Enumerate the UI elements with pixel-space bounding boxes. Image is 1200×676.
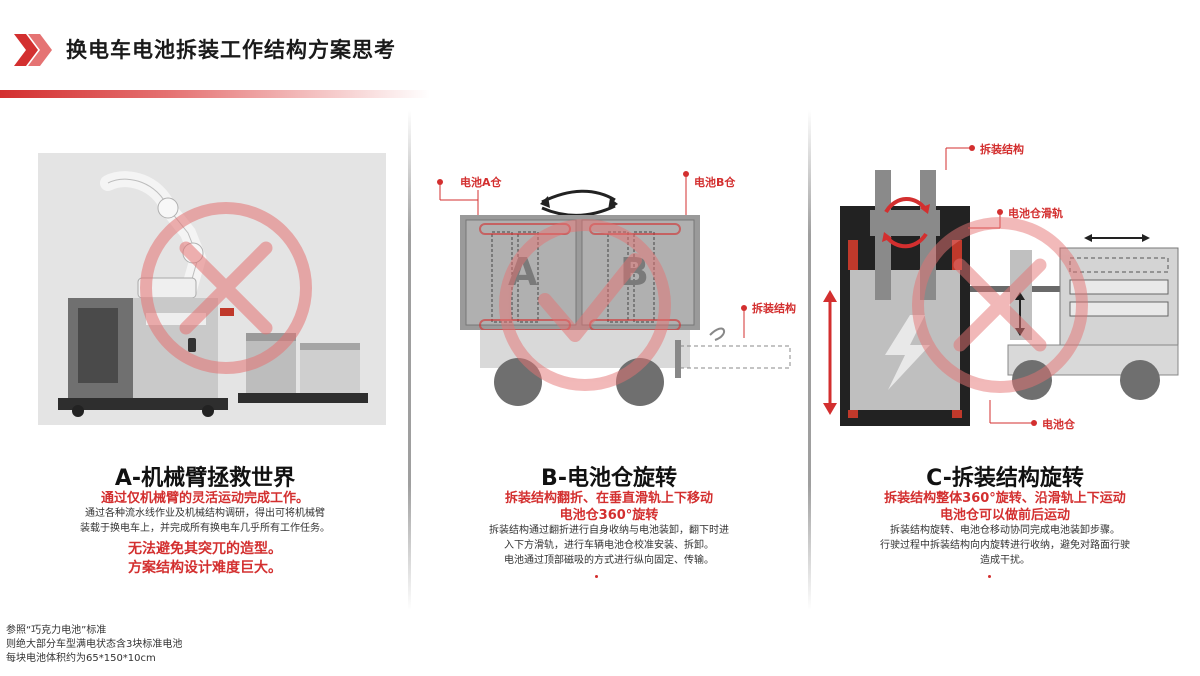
subtitle-line: 电池仓可以做前后运动 <box>939 508 1070 523</box>
label-battery-a: 电池A仓 <box>460 175 503 189</box>
column-b-subtitle: 拆装结构翻折、在垂直滑轨上下移动 电池仓360°旋转 <box>410 490 808 524</box>
footnote: 参照“巧克力电池”标准 则绝大部分车型满电状态含3块标准电池 每块电池体积约为6… <box>6 624 182 666</box>
desc-line: 拆装结构旋转、电池仓移动协同完成电池装卸步骤。 <box>890 525 1120 536</box>
mount-rotation-illustration: 拆装结构 电池仓滑轨 <box>823 142 1179 430</box>
desc-line: 行驶过程中拆装结构向内旋转进行收纳，避免对路面行驶 <box>880 540 1130 551</box>
lightning-icon <box>885 315 930 390</box>
desc-line: 通过各种流水线作业及机械结构调研，得出可将机械臂 <box>85 508 325 519</box>
column-a: A-机械臂拯救世界 通过仅机械臂的灵活运动完成工作。 通过各种流水线作业及机械结… <box>0 0 410 676</box>
column-c-desc: 拆装结构旋转、电池仓移动协同完成电池装卸步骤。 行驶过程中拆装结构向内旋转进行收… <box>810 523 1200 568</box>
rotate-arrows-icon <box>540 189 618 217</box>
label-mount: 拆装结构 <box>980 142 1024 156</box>
desc-line: 拆装结构通过翻折进行自身收纳与电池装卸，翻下时进 <box>489 525 729 536</box>
column-a-title: A-机械臂拯救世界 <box>114 466 296 491</box>
subtitle-line: 拆装结构翻折、在垂直滑轨上下移动 <box>504 491 713 506</box>
cross-mark-icon <box>912 217 1088 393</box>
bullet-dot <box>988 575 991 578</box>
column-a-notes: 无法避免其突兀的造型。 方案结构设计难度巨大。 <box>0 540 410 578</box>
footnote-line: 每块电池体积约为65*150*10cm <box>6 653 156 664</box>
battery-rotation-illustration: 电池A仓 电池B仓 A B <box>437 171 796 406</box>
page-title: 换电车电池拆装工作结构方案思考 <box>66 38 396 62</box>
column-b: 电池A仓 电池B仓 A B <box>410 0 808 676</box>
footnote-line: 参照“巧克力电池”标准 <box>6 625 107 636</box>
desc-line: 造成干扰。 <box>980 555 1030 566</box>
footnote-line: 则绝大部分车型满电状态含3块标准电池 <box>6 639 183 650</box>
title-underline <box>0 90 430 98</box>
column-b-desc: 拆装结构通过翻折进行自身收纳与电池装卸，翻下时进 入下方滑轨，进行车辆电池仓校准… <box>410 523 808 568</box>
note-line: 无法避免其突兀的造型。 <box>128 541 282 557</box>
check-mark-icon <box>499 219 671 391</box>
cross-mark-icon <box>140 202 312 374</box>
double-arrow-icon <box>823 290 837 415</box>
bullet-dot <box>595 575 598 578</box>
header: 换电车电池拆装工作结构方案思考 <box>0 0 1200 100</box>
desc-line: 装载于换电车上，并完成所有换电车几乎所有工作任务。 <box>80 523 330 534</box>
label-battery-b: 电池B仓 <box>694 175 736 189</box>
label-mount: 拆装结构 <box>752 301 796 315</box>
label-rail: 电池仓滑轨 <box>1008 206 1063 220</box>
column-a-subtitle: 通过仅机械臂的灵活运动完成工作。 <box>100 491 309 506</box>
column-c: 拆装结构 电池仓滑轨 <box>810 0 1200 676</box>
subtitle-line: 拆装结构整体360°旋转、沿滑轨上下运动 <box>884 491 1126 506</box>
column-a-desc: 通过各种流水线作业及机械结构调研，得出可将机械臂 装载于换电车上，并完成所有换电… <box>0 506 410 536</box>
column-b-title: B-电池仓旋转 <box>541 466 677 491</box>
note-line: 方案结构设计难度巨大。 <box>128 560 282 576</box>
rotate-arrows-icon <box>882 197 930 249</box>
chevrons-icon <box>14 34 52 66</box>
label-bay: 电池仓 <box>1042 417 1076 430</box>
column-divider <box>408 110 411 610</box>
column-c-title: C-拆装结构旋转 <box>926 466 1084 491</box>
robot-arm-illustration <box>38 153 386 425</box>
subtitle-line: 电池仓360°旋转 <box>559 508 659 523</box>
desc-line: 入下方滑轨，进行车辆电池仓校准安装、拆卸。 <box>504 540 714 551</box>
column-divider <box>808 110 811 610</box>
double-arrow-icon <box>1084 234 1150 242</box>
column-c-subtitle: 拆装结构整体360°旋转、沿滑轨上下运动 电池仓可以做前后运动 <box>810 490 1200 524</box>
desc-line: 电池通过顶部磁吸的方式进行纵向固定、传输。 <box>504 555 714 566</box>
